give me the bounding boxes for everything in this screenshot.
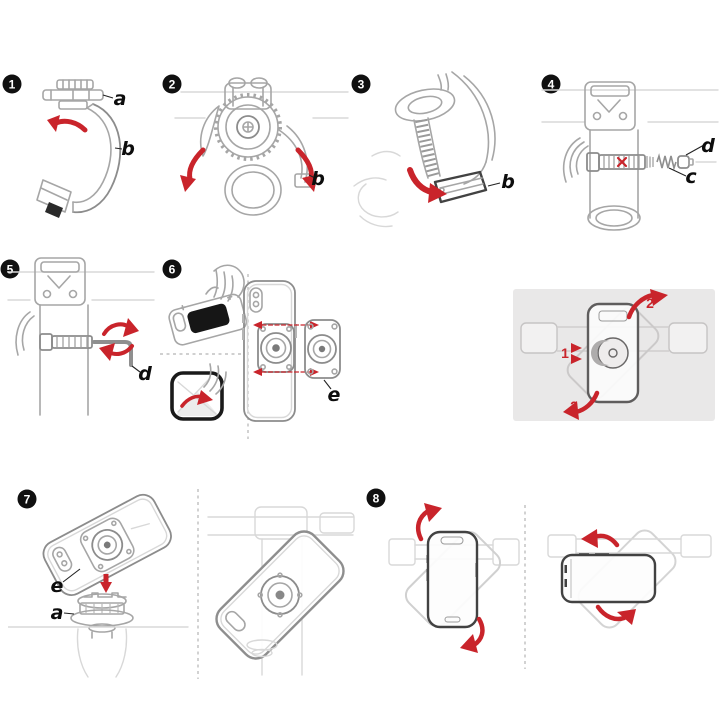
phone-mounted-45deg	[215, 530, 345, 660]
handlebar-lines	[174, 91, 349, 119]
bolt	[39, 333, 93, 351]
mount-plate-on-phone	[257, 323, 295, 373]
inset-step-1-label: 1	[561, 345, 569, 361]
step2-illustration-dial-mount	[174, 77, 349, 216]
leader-to-c	[668, 167, 687, 177]
pressing-hand	[205, 264, 245, 302]
stem-clamp	[584, 81, 636, 131]
step7-badge: 7	[17, 489, 37, 509]
red-arrow-bottom	[595, 604, 636, 625]
step4-illustration-bolt-insert	[541, 81, 719, 231]
rotate-arrow-bottom	[563, 390, 600, 420]
phone-upright	[586, 302, 640, 404]
end-cap	[677, 155, 694, 169]
step1-illustration-strap-mount	[36, 79, 123, 218]
stem-tube	[39, 304, 89, 416]
strap	[36, 103, 122, 218]
adapter-piece	[304, 319, 341, 379]
leader-to-b	[487, 182, 501, 187]
part-label-c-step4: c	[685, 166, 697, 188]
step5-illustration-tighten-bolt	[7, 257, 155, 416]
part-label-b-step3: b	[501, 171, 515, 193]
handlebar-lines	[7, 271, 155, 301]
locking-dial	[214, 93, 282, 161]
red-rotation-arrows	[99, 318, 139, 361]
red-cross-mark	[616, 156, 628, 168]
phone-with-adapter	[42, 493, 172, 596]
leader-to-e	[323, 379, 332, 390]
adhesive-patch	[187, 303, 230, 334]
left-washer-coils	[562, 137, 589, 183]
red-down-arrow	[100, 574, 112, 593]
stem-top	[437, 73, 450, 91]
part-label-d-step5: d	[138, 363, 152, 385]
lower-ring	[224, 164, 282, 216]
stem-clamp	[34, 257, 86, 306]
part-label-d-step4: d	[701, 135, 715, 157]
fork-ghost	[76, 628, 128, 678]
apply-adhesive-panel	[168, 293, 248, 346]
handlebar-lines	[541, 89, 719, 123]
stem-mount	[70, 592, 134, 639]
step6-illustration-adapter	[160, 264, 341, 439]
phone-portrait	[426, 530, 479, 629]
part-label-e-step7: e	[50, 575, 64, 597]
part-label-b-step1: b	[121, 138, 135, 160]
strap-tip	[45, 202, 63, 218]
part-label-b-step2: b	[311, 168, 325, 190]
step8-badge: 8	[366, 488, 386, 508]
push-double-arrow	[571, 343, 582, 364]
leader-to-b	[308, 174, 316, 179]
part-label-a-step1: a	[113, 88, 127, 110]
inset-illustration	[520, 289, 708, 420]
mount-knob	[597, 337, 629, 369]
red-arrow-bottom-right	[460, 616, 485, 653]
bottom-ring	[587, 205, 641, 231]
phone-landscape	[560, 553, 657, 604]
step5-badge: 5	[0, 259, 20, 279]
handlebar-right	[547, 534, 712, 558]
step1-badge: 1	[2, 74, 22, 94]
mount-arm	[451, 71, 496, 185]
bolt	[586, 152, 654, 172]
left-lever-wing	[199, 105, 220, 157]
phone-back	[242, 280, 297, 422]
part-label-e-step6: e	[327, 384, 341, 406]
spring	[656, 153, 677, 171]
buckle	[433, 170, 488, 204]
leader-to-a	[102, 94, 114, 99]
step3-illustration-strap-thread	[353, 71, 501, 228]
part-label-a-step7: a	[50, 602, 64, 624]
red-arrow-top-left	[415, 503, 442, 542]
textured-strap	[413, 117, 441, 179]
left-washer-coils	[15, 311, 35, 356]
leader-to-e	[62, 568, 81, 583]
leader-to-d	[685, 144, 705, 156]
red-arrow-top	[581, 529, 620, 548]
handlebar	[520, 322, 708, 354]
frame-background	[353, 150, 401, 228]
leader-to-b	[114, 147, 123, 150]
step3-badge: 3	[351, 74, 371, 94]
red-arrow	[407, 167, 447, 203]
peel-backing-panel	[170, 363, 227, 421]
red-arrow-left	[180, 147, 206, 192]
step7-illustration-attach-phone	[8, 489, 355, 679]
stem-tube	[589, 129, 639, 219]
rotate-arrow-top	[626, 289, 668, 320]
inset-step-2-label-top: 2	[646, 295, 654, 311]
leader-to-a	[63, 612, 75, 615]
step4-badge: 4	[541, 74, 561, 94]
leader-to-d	[131, 365, 141, 373]
step2-badge: 2	[162, 74, 182, 94]
mount-ring-below	[246, 639, 278, 658]
red-rotation-arrow	[47, 115, 88, 133]
step6-badge: 6	[162, 259, 182, 279]
top-clamp	[224, 77, 272, 110]
step8-illustration-rotate-phone	[388, 503, 712, 669]
inset-step-2-label-bottom: 2	[570, 398, 578, 414]
push-and-turn-inset-panel	[513, 289, 715, 421]
